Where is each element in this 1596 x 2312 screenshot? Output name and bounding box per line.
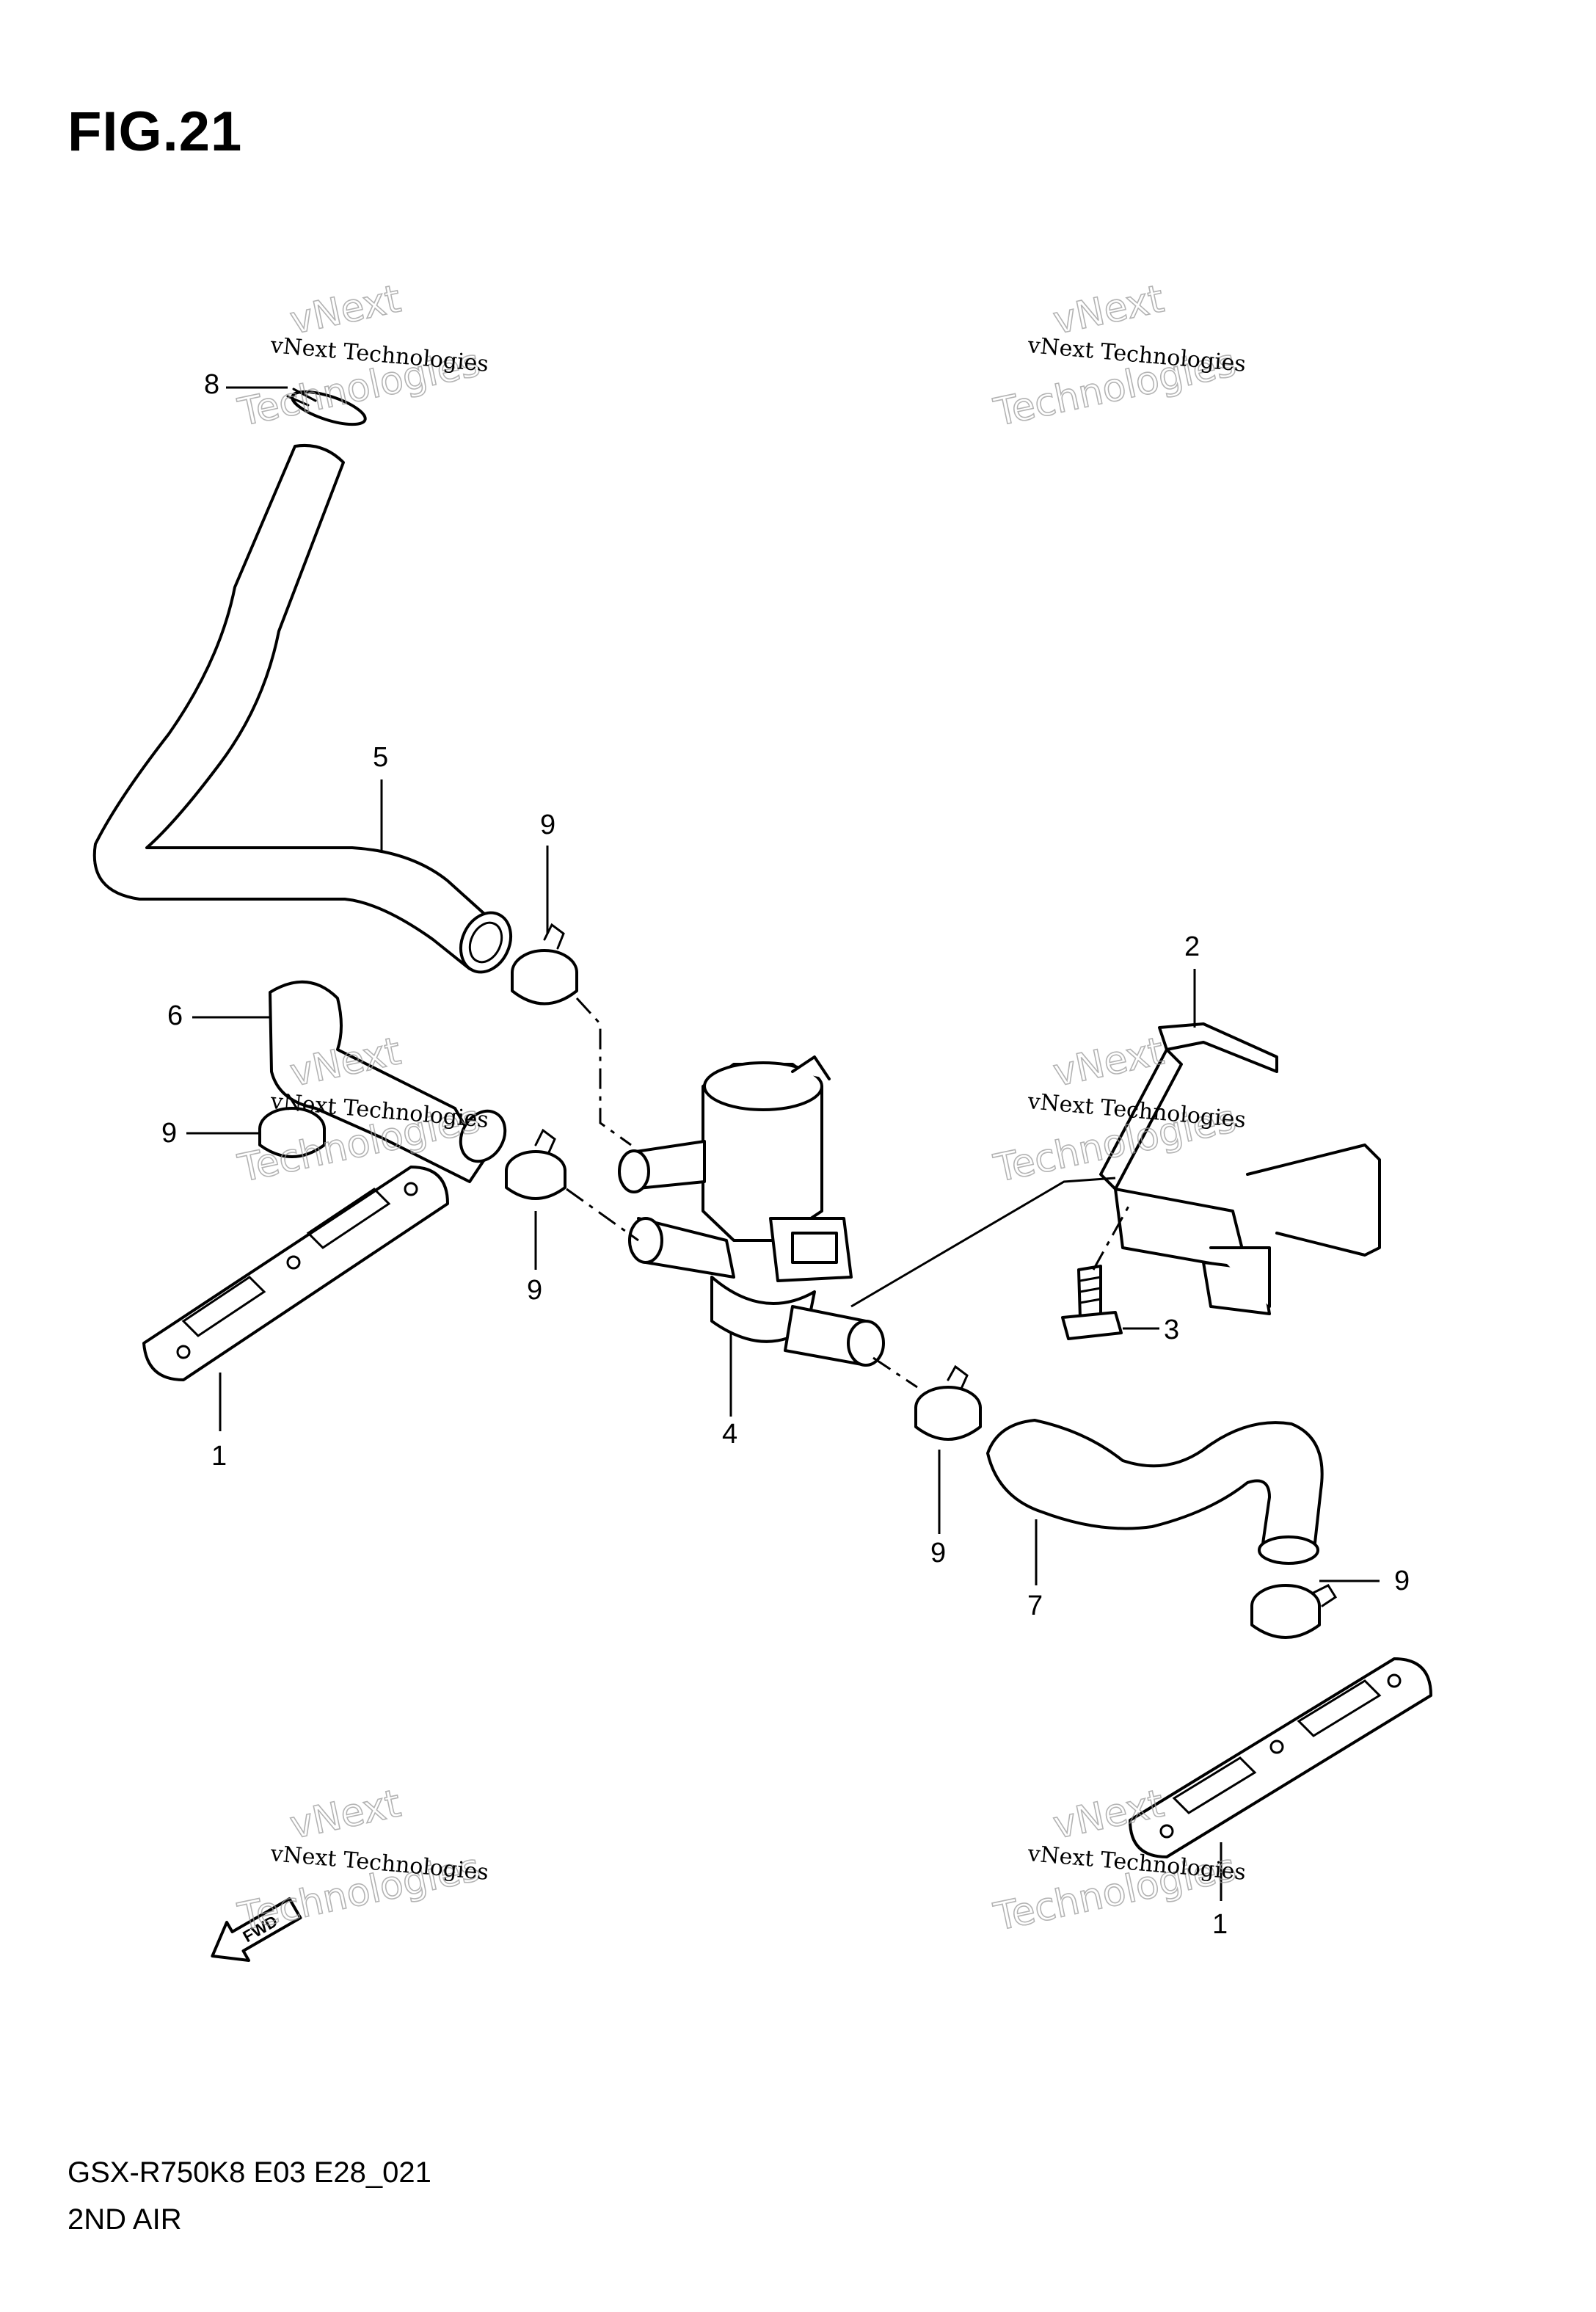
part-6-hose bbox=[269, 980, 507, 1183]
assembly-line-bracket bbox=[850, 1177, 1116, 1308]
watermark-top-right: vNext Technologies vNext Technologies bbox=[989, 277, 1247, 436]
model-code: GSX-R750K8 E03 E28_021 bbox=[68, 2156, 431, 2189]
part-1-plate-right bbox=[1129, 1657, 1432, 1858]
figure-title: FIG.21 bbox=[68, 101, 243, 163]
watermark-bottom-left: vNext Technologies vNext Technologies bbox=[233, 1781, 489, 1941]
part-3-bolt bbox=[1061, 1265, 1123, 1340]
part-9-clamp-e bbox=[1250, 1584, 1338, 1639]
part-4-valve bbox=[618, 1055, 885, 1367]
callout-numbers: 8 5 9 6 9 9 2 3 4 1 9 7 9 1 bbox=[161, 369, 1410, 1940]
section-name: 2ND AIR bbox=[68, 2203, 182, 2236]
svg-text:vNext: vNext bbox=[286, 1781, 404, 1847]
callout-4: 4 bbox=[722, 1419, 737, 1450]
assembly-line-bolt bbox=[1092, 1203, 1132, 1270]
callout-7: 7 bbox=[1027, 1591, 1043, 1621]
callout-6: 6 bbox=[167, 1000, 183, 1031]
callout-9: 9 bbox=[161, 1118, 177, 1149]
svg-text:vNext: vNext bbox=[286, 277, 404, 343]
part-1-plate-left bbox=[142, 1166, 449, 1381]
part-5-hose bbox=[92, 444, 513, 974]
callout-2: 2 bbox=[1184, 931, 1200, 962]
leader-lines bbox=[186, 386, 1380, 1901]
part-8-clamp bbox=[286, 388, 367, 426]
part-7-hose bbox=[986, 1419, 1324, 1565]
callout-9: 9 bbox=[527, 1275, 542, 1306]
part-9-clamp-c bbox=[505, 1128, 566, 1200]
callout-9: 9 bbox=[540, 810, 555, 840]
assembly-line-clamp-a bbox=[575, 997, 632, 1146]
part-9-clamp-b bbox=[258, 1107, 326, 1158]
assembly-line-clamp-d bbox=[872, 1356, 918, 1389]
callout-8: 8 bbox=[204, 369, 219, 400]
callout-9: 9 bbox=[1394, 1566, 1410, 1596]
callout-3: 3 bbox=[1164, 1315, 1179, 1345]
callout-1: 1 bbox=[1212, 1909, 1228, 1940]
part-9-clamp-a bbox=[511, 923, 578, 1006]
part-2-bracket bbox=[1099, 1022, 1381, 1315]
callout-9: 9 bbox=[930, 1538, 946, 1568]
assembly-line-clamp-c bbox=[566, 1188, 639, 1242]
part-9-clamp-d bbox=[914, 1364, 982, 1441]
svg-text:vNext: vNext bbox=[1049, 277, 1167, 343]
callout-1: 1 bbox=[211, 1441, 227, 1472]
callout-5: 5 bbox=[373, 742, 388, 773]
